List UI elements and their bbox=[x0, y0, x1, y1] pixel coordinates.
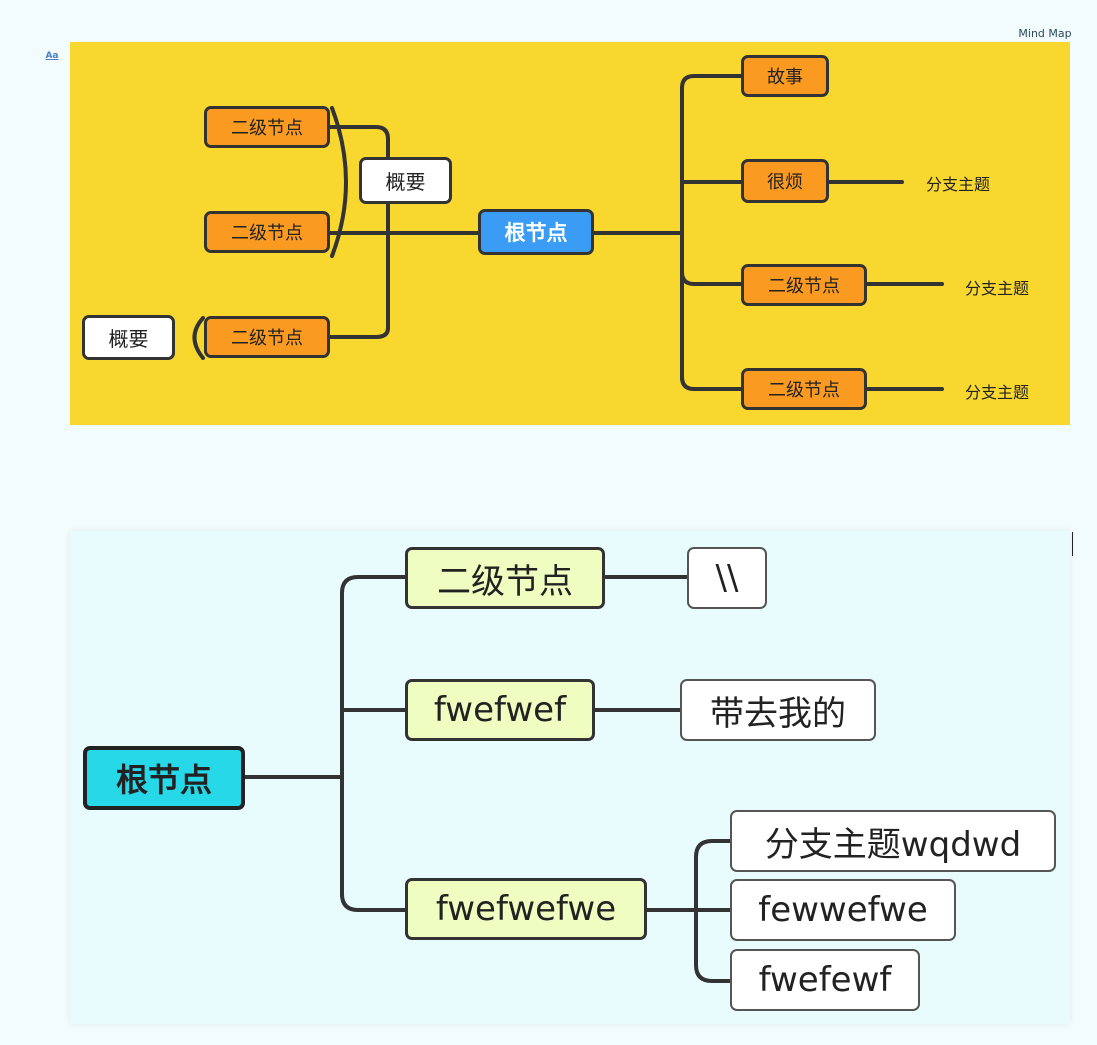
map2-branch-node-2[interactable]: fwefwef bbox=[405, 679, 595, 741]
map2-connectors bbox=[240, 575, 734, 983]
map1-left-node-2[interactable]: 二级节点 bbox=[204, 211, 330, 253]
map2-leaf-node[interactable]: 带去我的 bbox=[680, 679, 876, 741]
map1-right-node-2[interactable]: 很烦 bbox=[741, 159, 829, 203]
map2-leaf-node[interactable]: fewwefwe bbox=[730, 879, 956, 941]
map1-summary-node[interactable]: 概要 bbox=[359, 157, 452, 204]
connector bbox=[694, 963, 734, 983]
mind-map-1[interactable]: 故事 很烦 分支主题 二级节点 分支主题 二级节点 分支主题 根节点 二级节点 … bbox=[70, 42, 1070, 425]
connector bbox=[340, 892, 410, 912]
mind-map-title: Mind Map bbox=[1018, 27, 1072, 40]
connector bbox=[680, 74, 744, 90]
map2-root-node[interactable]: 根节点 bbox=[83, 746, 245, 810]
map1-connectors bbox=[192, 74, 944, 391]
mind-map-2[interactable]: 二级节点 \\ fwefwef 带去我的 根节点 fwefwefwe 分支主题w… bbox=[70, 531, 1070, 1024]
summary-brace bbox=[192, 316, 205, 360]
map1-right-node-4[interactable]: 二级节点 bbox=[741, 368, 867, 410]
map1-branch-topic-3[interactable]: 分支主题 bbox=[965, 279, 1030, 298]
map2-leaf-node[interactable]: \\ bbox=[687, 547, 767, 609]
map1-branch-topic-4[interactable]: 分支主题 bbox=[965, 383, 1030, 402]
summary-brace bbox=[330, 106, 348, 258]
text-format-icon[interactable]: Aa bbox=[45, 51, 59, 61]
map1-right-node-1[interactable]: 故事 bbox=[741, 55, 829, 97]
map2-branch-node-3[interactable]: fwefwefwe bbox=[405, 878, 647, 940]
connector bbox=[680, 270, 744, 286]
connector bbox=[326, 326, 390, 339]
map1-summary-node-2[interactable]: 概要 bbox=[82, 315, 175, 360]
connector bbox=[326, 125, 390, 141]
map1-branch-topic-2[interactable]: 分支主题 bbox=[926, 175, 991, 194]
map2-branch-node-1[interactable]: 二级节点 bbox=[405, 547, 605, 609]
map1-left-node-1[interactable]: 二级节点 bbox=[204, 106, 330, 148]
map1-right-node-3[interactable]: 二级节点 bbox=[741, 264, 867, 306]
map1-left-node-3[interactable]: 二级节点 bbox=[204, 316, 330, 358]
map2-leaf-node[interactable]: 分支主题wqdwd bbox=[730, 810, 1056, 872]
connector bbox=[680, 375, 744, 391]
map2-leaf-node[interactable]: fwefewf bbox=[730, 949, 920, 1011]
map1-root-node[interactable]: 根节点 bbox=[478, 209, 594, 255]
text-cursor bbox=[1072, 532, 1073, 556]
connector bbox=[340, 575, 410, 595]
connector bbox=[694, 839, 734, 859]
